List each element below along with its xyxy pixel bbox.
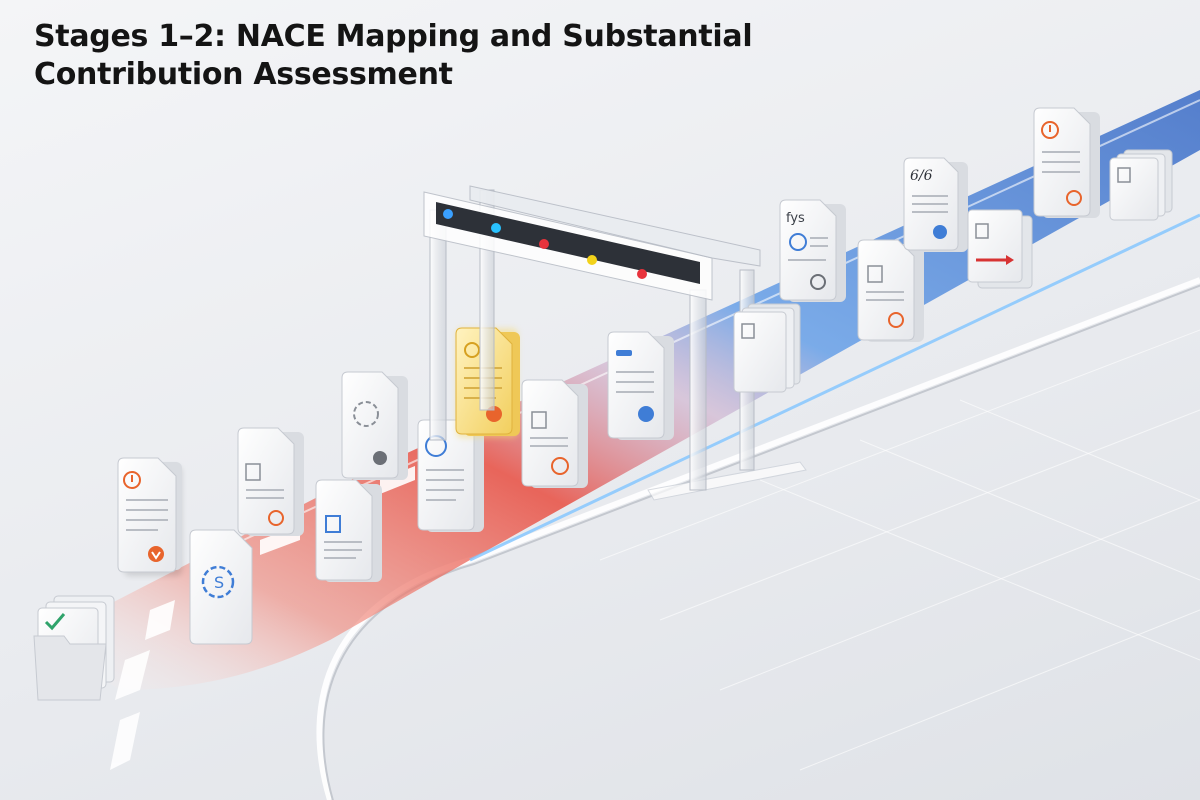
folder-stack-gate [733, 303, 801, 393]
runner-icon [789, 233, 807, 251]
doc-runner [417, 419, 484, 532]
doc-checklist [237, 427, 304, 536]
asterisk-badge-icon [551, 457, 569, 475]
gate-light-5 [637, 269, 647, 279]
gate-light-3 [539, 239, 549, 249]
heart-badge-icon [148, 546, 164, 562]
svg-text:S: S [214, 573, 224, 592]
exclamation-icon [1041, 121, 1059, 139]
clover-badge-icon [888, 312, 904, 328]
gate-light-1 [443, 209, 453, 219]
exclamation-icon [123, 471, 141, 489]
gear-icon [201, 565, 235, 599]
person-badge-icon [933, 225, 947, 239]
person-icon [245, 463, 261, 481]
doc-arrow [967, 209, 1033, 289]
doc-numbers-label: 6/6 [910, 168, 933, 184]
doc-fys: fys [779, 199, 846, 302]
person-icon [975, 223, 989, 239]
gear-icon [353, 401, 379, 427]
folder-check [33, 595, 115, 701]
person-icon [1117, 167, 1131, 183]
doc-calendar [315, 479, 382, 582]
clock-badge-icon [810, 274, 826, 290]
clover-badge-icon [268, 510, 284, 526]
arrow-icon [976, 255, 1014, 265]
doc-person-red [521, 379, 588, 488]
doc-fys-label: fys [786, 211, 805, 226]
doc-numbers: 6/6 [903, 157, 968, 252]
person-icon [741, 323, 755, 339]
doc-warning [117, 457, 182, 576]
gate-light-4 [587, 255, 597, 265]
chat-icon [616, 350, 632, 356]
gate-display-bar [436, 202, 700, 284]
person-badge-icon [638, 406, 654, 422]
person-badge-icon [373, 451, 387, 465]
person-icon [531, 411, 547, 429]
doc-post-gate [607, 331, 674, 440]
heart-badge-icon [1066, 190, 1082, 206]
calendar-icon [325, 515, 341, 533]
gate-light-2 [491, 223, 501, 233]
doc-alert-end [1033, 107, 1100, 218]
floor-grid [599, 329, 1200, 771]
doc-settings: S [189, 529, 253, 645]
folder-stack-end [1109, 149, 1173, 221]
doc-person-blue [857, 239, 924, 342]
gear-icon [464, 342, 480, 358]
person-icon [867, 265, 883, 283]
page-title: Stages 1–2: NACE Mapping and Substantial… [34, 19, 753, 92]
checkmark-icon [44, 613, 66, 631]
doc-gear-gray [341, 371, 408, 480]
